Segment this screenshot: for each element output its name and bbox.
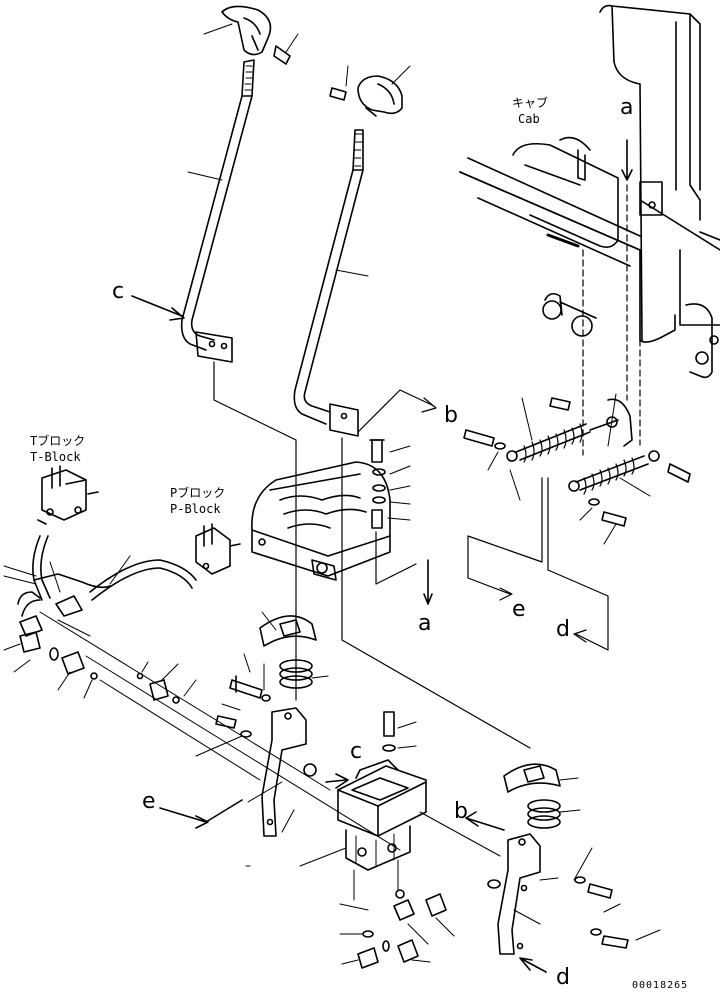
arrow-a-mid: [423, 559, 433, 605]
arrow-c-mid-head: [335, 773, 349, 789]
arrow-a-top: [621, 139, 633, 181]
p-block: [195, 523, 241, 575]
cab-structure: [459, 4, 720, 379]
boot-left: [259, 615, 317, 647]
t-block-label-en: T-Block: [30, 450, 81, 464]
ref-box-lines: [467, 477, 609, 651]
right-lever-bolt: [329, 87, 347, 101]
arrow-c-mid: [325, 779, 347, 783]
leader: [203, 23, 233, 35]
boot-right: [503, 763, 561, 793]
ref-c-top: c: [112, 279, 125, 304]
ref-a-mid: a: [418, 611, 432, 636]
guide-line: [419, 811, 501, 857]
p-block-label-jp: Pブロック: [170, 486, 226, 500]
hoses: [17, 535, 197, 637]
arrow-e-low: [159, 799, 243, 829]
bolt-washer-stack: [369, 439, 417, 585]
ppc-valve: [245, 759, 427, 901]
p-block-label-en: P-Block: [170, 502, 221, 516]
lever-guide-lines: [213, 361, 531, 749]
leader: [391, 65, 411, 85]
ref-a-top: a: [620, 95, 634, 120]
left-lever: [180, 5, 272, 363]
right-bolts: [574, 876, 661, 949]
ref-b-top: b: [444, 403, 458, 428]
left-lever-bolt: [273, 45, 291, 65]
t-block-label-jp: Tブロック: [30, 434, 86, 448]
leader: [285, 33, 299, 53]
lever-cover: [251, 461, 391, 581]
leader: [187, 171, 223, 181]
bracket-left: [247, 707, 317, 837]
arrow-c-top: [131, 295, 185, 321]
spring-lower: [568, 450, 660, 495]
valve-fittings: [339, 893, 455, 969]
ref-d-low: d: [556, 965, 570, 990]
cab-label-jp: キャブ: [512, 96, 549, 110]
spring-small-left: [261, 611, 329, 689]
part-number: 00018265: [632, 980, 689, 991]
arrow-b-low: [465, 811, 505, 831]
spring-bracket-parts: [463, 393, 691, 545]
arrow-d-low: [519, 957, 547, 973]
cab-label-en: Cab: [518, 112, 540, 126]
t-block: [37, 465, 99, 525]
center-bolts: [195, 653, 417, 757]
ref-b-low: b: [454, 799, 468, 824]
arrow-b-top: [357, 389, 437, 433]
ref-d-mid: d: [556, 617, 570, 642]
fitting-guide-lines: [39, 611, 401, 851]
spring-upper: [506, 416, 619, 463]
leader: [335, 269, 369, 277]
cab-leader-dashed: [582, 184, 641, 456]
fittings-left: [3, 555, 197, 704]
ref-e-mid: e: [512, 597, 526, 622]
spring-small-right: [527, 777, 581, 829]
ref-e-low: e: [142, 789, 156, 814]
right-lever: [293, 75, 403, 437]
leader: [345, 65, 349, 87]
bracket-right: [487, 833, 593, 955]
ref-c-mid: c: [350, 739, 363, 764]
